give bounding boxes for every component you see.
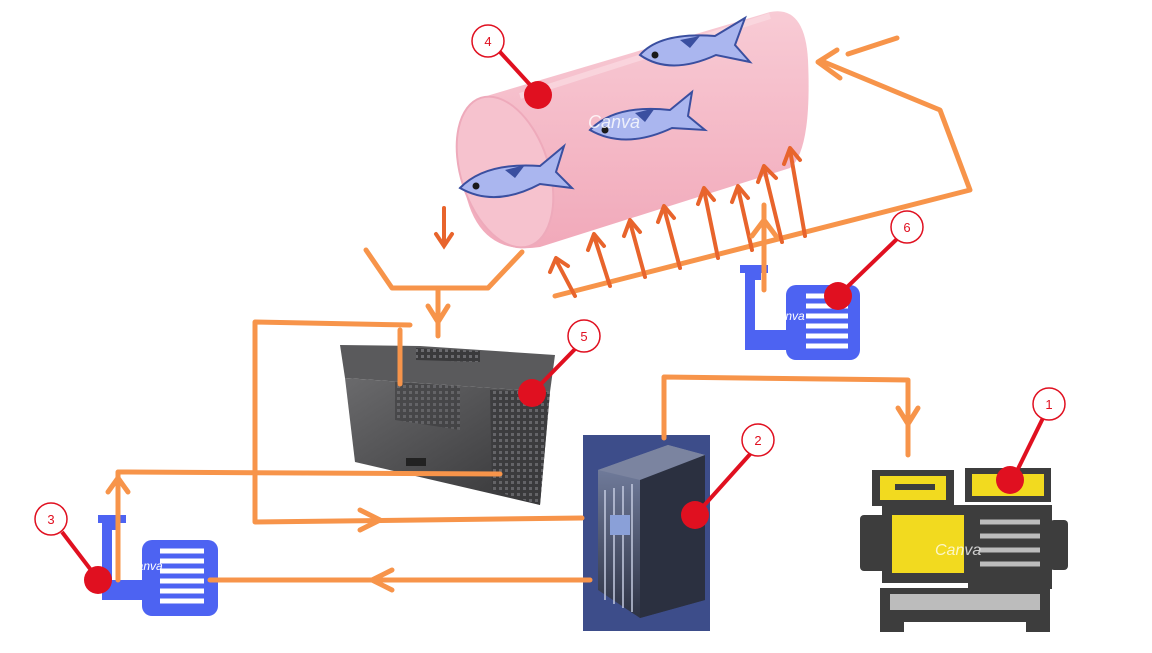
biofilter-unit xyxy=(340,345,555,505)
callout-marker: 4 xyxy=(471,24,552,109)
callout-label-5: 5 xyxy=(580,329,587,344)
water-pipes xyxy=(105,202,921,593)
watermark: Canva xyxy=(588,112,640,132)
callout-marker: 3 xyxy=(34,502,112,594)
watermark: Canva xyxy=(935,542,981,559)
callout-label-6: 6 xyxy=(903,220,910,235)
collection-funnel xyxy=(363,247,525,339)
watermark: Canva xyxy=(128,559,163,573)
filter-cabinet xyxy=(583,435,710,631)
aeration-pump: Canva xyxy=(740,265,860,360)
callout-marker: 1 xyxy=(996,387,1066,494)
callout-marker: 2 xyxy=(681,423,775,529)
callout-label-3: 3 xyxy=(47,512,54,527)
callout-marker: 5 xyxy=(518,319,601,407)
callout-label-2: 2 xyxy=(754,433,761,448)
callout-label-4: 4 xyxy=(484,34,491,49)
air-bubble-arrows xyxy=(548,146,807,298)
callout-label-1: 1 xyxy=(1045,397,1052,412)
fish-icon xyxy=(458,143,575,198)
drain-arrow xyxy=(434,206,454,250)
water-pump: Canva xyxy=(98,515,218,616)
callout-marker: 6 xyxy=(824,210,924,310)
watermark: Canva xyxy=(770,309,805,323)
fish-icon xyxy=(588,89,709,141)
fish-icon xyxy=(638,15,753,67)
air-compressor: Canva xyxy=(860,468,1068,632)
